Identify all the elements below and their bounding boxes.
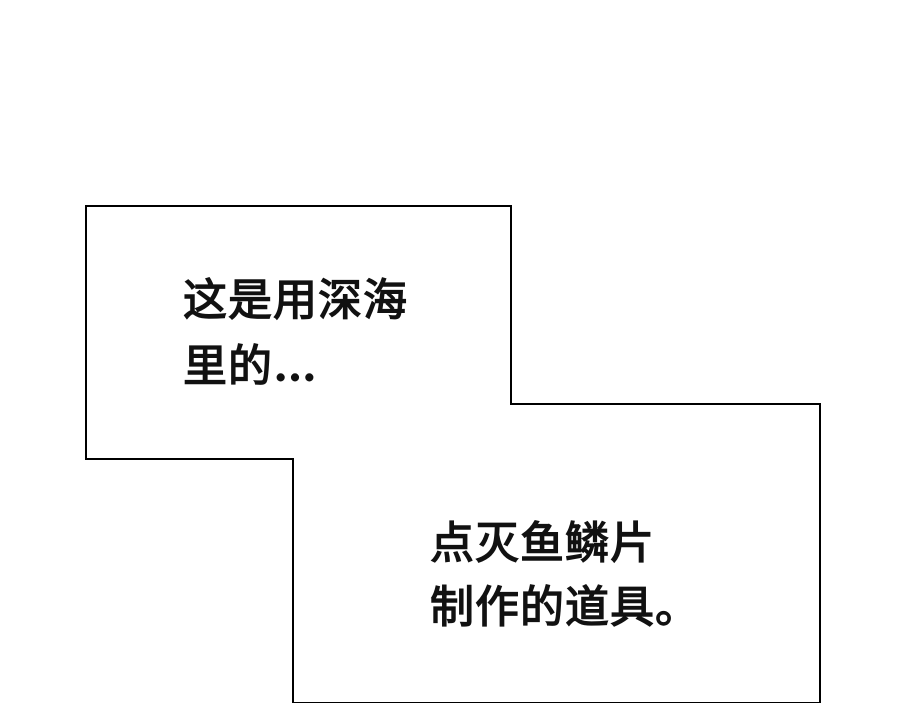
caption-line: 点灭鱼鳞片 (430, 518, 655, 569)
caption-text-lower: 点灭鱼鳞片 制作的道具。 (430, 522, 700, 630)
caption-line: 制作的道具。 (430, 582, 700, 633)
stepped-caption-box (85, 205, 821, 703)
caption-text-upper: 这是用深海 里的… (183, 279, 408, 389)
caption-line: 这是用深海 (183, 275, 408, 326)
caption-line: 里的… (183, 341, 318, 392)
